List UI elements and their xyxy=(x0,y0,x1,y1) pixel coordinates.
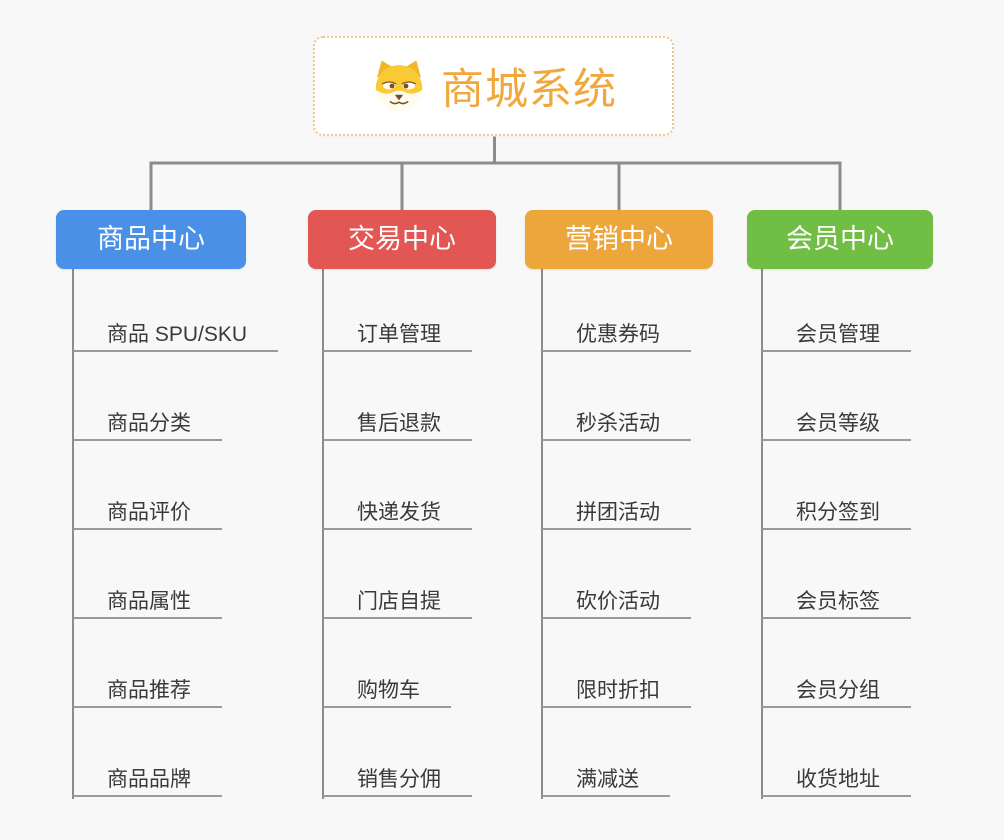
leaf-node[interactable]: 积分签到 xyxy=(762,495,911,530)
leaf-node[interactable]: 砍价活动 xyxy=(542,584,691,619)
dog-logo-icon xyxy=(375,60,423,112)
leaf-node[interactable]: 商品分类 xyxy=(73,406,222,441)
branch-header-marketing-center[interactable]: 营销中心 xyxy=(525,210,713,269)
leaf-node[interactable]: 门店自提 xyxy=(323,584,472,619)
leaf-node[interactable]: 会员分组 xyxy=(762,673,911,708)
leaf-spine-lines xyxy=(72,269,763,799)
leaf-node[interactable]: 收货地址 xyxy=(762,762,911,797)
leaf-node[interactable]: 商品评价 xyxy=(73,495,222,530)
leaf-node[interactable]: 售后退款 xyxy=(323,406,472,441)
branch-header-trade-center[interactable]: 交易中心 xyxy=(308,210,496,269)
branch-header-member-center[interactable]: 会员中心 xyxy=(747,210,933,269)
branch-connectors xyxy=(149,136,842,210)
leaf-node[interactable]: 会员等级 xyxy=(762,406,911,441)
leaf-node[interactable]: 商品品牌 xyxy=(73,762,222,797)
leaf-node[interactable]: 购物车 xyxy=(323,673,451,708)
leaf-node[interactable]: 商品属性 xyxy=(73,584,222,619)
leaf-node[interactable]: 秒杀活动 xyxy=(542,406,691,441)
leaf-node[interactable]: 优惠券码 xyxy=(542,317,691,352)
leaf-node[interactable]: 商品推荐 xyxy=(73,673,222,708)
leaf-node[interactable]: 快递发货 xyxy=(323,495,472,530)
leaf-node[interactable]: 商品 SPU/SKU xyxy=(73,317,279,352)
leaf-node[interactable]: 限时折扣 xyxy=(542,673,691,708)
root-node[interactable]: 商城系统 xyxy=(313,36,674,136)
branch-header-product-center[interactable]: 商品中心 xyxy=(56,210,246,269)
leaf-node[interactable]: 拼团活动 xyxy=(542,495,691,530)
leaf-node[interactable]: 订单管理 xyxy=(323,317,472,352)
leaf-node[interactable]: 会员管理 xyxy=(762,317,911,352)
leaf-node[interactable]: 会员标签 xyxy=(762,584,911,619)
leaf-node[interactable]: 满减送 xyxy=(542,762,670,797)
leaf-node[interactable]: 销售分佣 xyxy=(323,762,472,797)
root-title: 商城系统 xyxy=(441,66,617,114)
